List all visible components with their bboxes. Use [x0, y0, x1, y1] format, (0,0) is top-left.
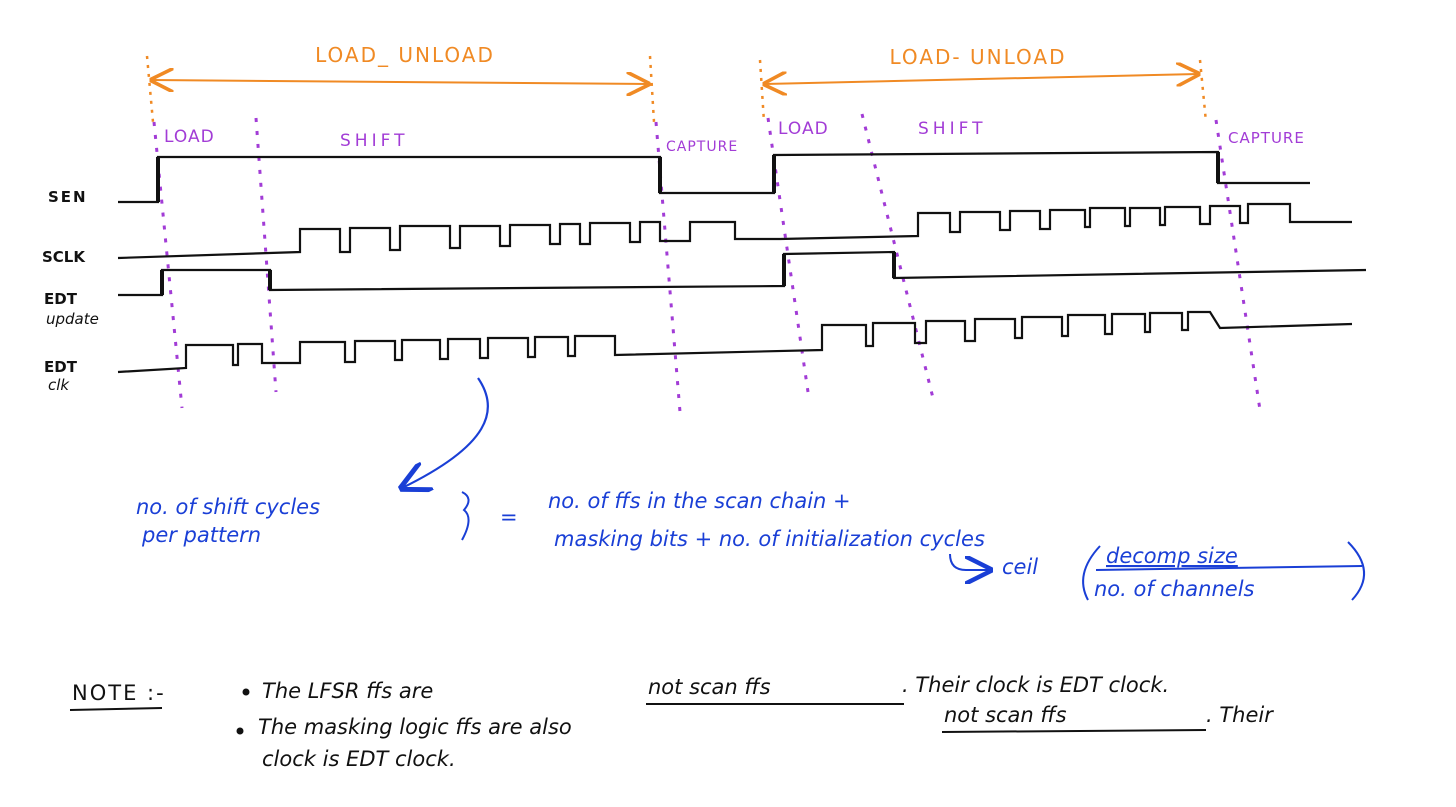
- span-1-arrow: [152, 80, 648, 84]
- note-bullet-1-underlined: not scan ffs: [648, 675, 771, 699]
- note-heading-underline: [69, 707, 163, 711]
- note-bullet-2: [236, 727, 244, 735]
- phase-boundaries: [152, 113, 1262, 413]
- phase-label-capture-2: CAPTURE: [1228, 129, 1305, 147]
- phase-label-load-1: LOAD: [164, 127, 215, 147]
- note-bullet-2-prefix: The masking logic ffs are also: [258, 715, 572, 739]
- note-bullet-1-prefix: The LFSR ffs are: [262, 679, 433, 703]
- span-1-left-boundary: [145, 55, 155, 123]
- note-bullet-2-underline: [941, 729, 1207, 733]
- sclk-waveform: [117, 202, 1352, 260]
- formula-brace: [461, 491, 470, 541]
- span-2-label: LOAD- UNLOAD: [890, 45, 1067, 69]
- span-2-left-boundary: [758, 59, 766, 123]
- ceil-left-paren: [1082, 545, 1101, 601]
- signal-label-edt-clk-line2: clk: [48, 376, 70, 394]
- span-2-arrow: [765, 74, 1198, 84]
- formula-equals: =: [500, 505, 518, 529]
- load-unload-span-2: LOAD- UNLOAD: [758, 45, 1208, 123]
- formula-left-line2: per pattern: [141, 523, 261, 547]
- formula-denominator: no. of channels: [1094, 577, 1255, 601]
- note-bullet-1-suffix: . Their clock is EDT clock.: [902, 673, 1169, 697]
- signal-label-edt-update-line2: update: [46, 310, 99, 328]
- phase-label-shift-1: SHIFT: [340, 131, 408, 151]
- signal-label-sclk: SCLK: [42, 248, 86, 266]
- note-bullet-2-suffix: . Their: [1206, 703, 1274, 727]
- phase-boundary: [254, 117, 278, 393]
- phase-labels: LOAD SHIFT CAPTURE LOAD SHIFT CAPTURE: [164, 119, 1305, 155]
- ceil-right-paren: [1347, 541, 1366, 601]
- span-2-right-boundary: [1198, 59, 1208, 123]
- note: NOTE :- The LFSR ffs are not scan ffs . …: [69, 673, 1274, 771]
- ceil-hook-arrow: [949, 553, 990, 570]
- span-1-label: LOAD_ UNLOAD: [315, 43, 495, 67]
- edt-update-waveform: [118, 250, 1367, 297]
- phase-boundary: [1214, 119, 1262, 411]
- phase-label-load-2: LOAD: [778, 119, 829, 139]
- note-heading: NOTE :-: [72, 681, 166, 705]
- signal-label-edt-clk-line1: EDT: [44, 358, 78, 376]
- edt-clk-waveform: [117, 310, 1353, 374]
- formula-ceil: ceil: [1002, 555, 1038, 579]
- note-bullet-1: [242, 688, 250, 696]
- phase-label-capture-1: CAPTURE: [666, 139, 738, 155]
- shift-cycle-annotation: no. of shift cycles per pattern = no. of…: [136, 377, 1366, 601]
- sen-waveform: [118, 150, 1310, 204]
- fraction-bar: [1095, 565, 1363, 571]
- formula-left-line1: no. of shift cycles: [136, 495, 320, 519]
- waveforms: [117, 150, 1367, 374]
- phase-label-shift-2: SHIFT: [918, 119, 986, 139]
- phase-boundary: [152, 121, 184, 409]
- signal-labels: SEN SCLK EDT update EDT clk: [42, 188, 99, 394]
- formula-numerator: decomp size: [1106, 544, 1238, 568]
- note-bullet-2-underlined: not scan ffs: [944, 703, 1067, 727]
- phase-boundary: [860, 113, 936, 403]
- load-unload-span-1: LOAD_ UNLOAD: [145, 43, 656, 123]
- signal-label-edt-update-line1: EDT: [44, 290, 78, 308]
- formula-right-line1: no. of ffs in the scan chain +: [548, 489, 851, 513]
- signal-label-sen: SEN: [48, 188, 88, 206]
- phase-boundary: [654, 121, 682, 413]
- note-bullet-2-line2: clock is EDT clock.: [262, 747, 456, 771]
- span-1-right-boundary: [648, 55, 656, 123]
- formula-right-line2: masking bits + no. of initialization cyc…: [554, 527, 985, 551]
- annotation-arrow: [402, 377, 490, 488]
